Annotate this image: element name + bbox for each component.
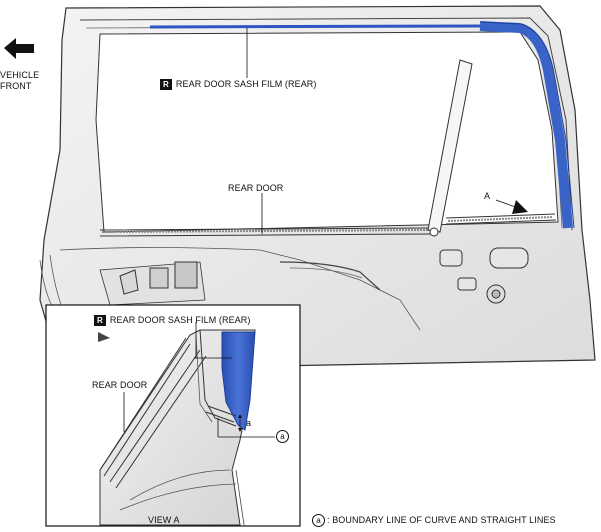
- sash-film-badge: R: [160, 79, 172, 90]
- inset-rear-door-label: REAR DOOR: [92, 380, 148, 390]
- legend-text: : BOUNDARY LINE OF CURVE AND STRAIGHT LI…: [327, 515, 556, 525]
- vehicle-front-arrow-icon: [4, 38, 34, 59]
- vehicle-front-label: VEHICLE FRONT: [0, 70, 39, 92]
- view-a-caption: VIEW A: [148, 515, 180, 525]
- rear-door-body: [39, 5, 596, 371]
- legend: a: BOUNDARY LINE OF CURVE AND STRAIGHT L…: [312, 514, 556, 527]
- rear-door-label: REAR DOOR: [228, 183, 284, 193]
- inset-sash-film-badge: R: [94, 315, 106, 326]
- view-a-marker: A: [484, 191, 491, 201]
- boundary-callout-label: a: [276, 430, 291, 443]
- vehicle-front-line2: FRONT: [0, 81, 32, 91]
- inset-sash-film-text: REAR DOOR SASH FILM (REAR): [109, 315, 251, 325]
- boundary-callout-symbol: a: [276, 430, 289, 443]
- sash-film-text: REAR DOOR SASH FILM (REAR): [175, 79, 317, 89]
- vehicle-front-line1: VEHICLE: [0, 70, 40, 80]
- view-a-arrow-icon: [495, 199, 528, 214]
- dimension-a-label: a: [246, 418, 252, 428]
- inset-view-a: [45, 304, 301, 527]
- legend-symbol: a: [312, 514, 325, 527]
